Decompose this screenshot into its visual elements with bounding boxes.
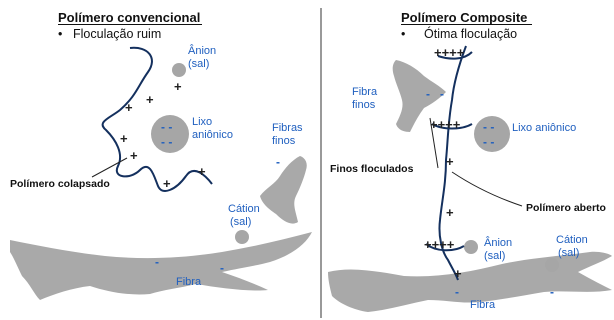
left-plus-1: + bbox=[174, 79, 182, 94]
left-fibras-label-2: finos bbox=[272, 135, 296, 147]
left-fiber-charge-1: - bbox=[155, 255, 159, 269]
left-plus-5: + bbox=[130, 148, 138, 163]
left-anionic-trash-particle bbox=[151, 115, 189, 153]
open-polymer-chain bbox=[438, 45, 467, 281]
right-cation-label-2: (sal) bbox=[558, 247, 579, 259]
collapsed-polymer-chain bbox=[101, 46, 213, 192]
right-flocculated-leader bbox=[429, 117, 439, 169]
left-fines-charge: - bbox=[276, 155, 280, 169]
polymer-bridge-mid bbox=[431, 123, 473, 130]
left-subtitle: Floculação ruim bbox=[73, 27, 161, 41]
left-panel: Polímero convencional • Floculação ruim … bbox=[10, 10, 312, 300]
right-open-polymer-leader bbox=[451, 171, 523, 207]
right-bullet: • bbox=[401, 27, 405, 41]
right-anionic-trash-particle bbox=[474, 116, 510, 152]
left-plus-6: + bbox=[163, 176, 171, 191]
right-cation-label-1: Cátion bbox=[556, 234, 588, 246]
left-anion-label-1: Ânion bbox=[188, 44, 216, 57]
polymer-bridge-top bbox=[437, 51, 473, 60]
left-plus-7: + bbox=[198, 164, 206, 179]
right-fines-charge-1: - bbox=[426, 87, 430, 101]
left-bullet: • bbox=[58, 27, 62, 41]
right-fiber-bottom bbox=[328, 251, 612, 312]
right-plus-2: + bbox=[446, 205, 454, 220]
left-fiber-charge-2: - bbox=[220, 261, 224, 275]
right-cation-particle bbox=[545, 258, 559, 272]
right-fines-charge-2: - bbox=[440, 87, 444, 101]
left-title: Polímero convencional bbox=[58, 10, 200, 25]
right-anion-particle bbox=[464, 240, 478, 254]
left-plus-4: + bbox=[120, 131, 128, 146]
left-trash-charges-2: - - bbox=[161, 135, 172, 149]
left-collapsed-leader bbox=[91, 157, 128, 178]
left-anion-particle bbox=[172, 63, 186, 77]
right-trash-label: Lixo aniônico bbox=[512, 122, 576, 134]
right-title: Polímero Composite bbox=[401, 10, 527, 25]
right-fiber-charge-2: - bbox=[550, 285, 554, 299]
right-fiber-label: Fibra bbox=[470, 299, 496, 311]
right-fines-label-1: Fibra bbox=[352, 86, 378, 98]
left-anion-label-2: (sal) bbox=[188, 58, 209, 70]
left-cation-label-1: Cátion bbox=[228, 203, 260, 215]
right-trash-charges-1: - - bbox=[483, 120, 494, 134]
right-subtitle: Ótima floculação bbox=[424, 26, 517, 41]
right-plus-top: ++++ bbox=[434, 45, 465, 60]
left-trash-label-1: Lixo bbox=[192, 116, 212, 128]
left-trash-label-2: aniônico bbox=[192, 129, 233, 141]
left-cation-label-2: (sal) bbox=[230, 216, 251, 228]
left-fiber-bottom bbox=[10, 232, 312, 300]
left-fiber-label: Fibra bbox=[176, 276, 202, 288]
right-panel: Polímero Composite • Ótima floculação - … bbox=[328, 10, 612, 312]
left-plus-3: + bbox=[146, 92, 154, 107]
right-fiber-charge-1: - bbox=[455, 285, 459, 299]
open-polymer-label: Polímero aberto bbox=[526, 202, 606, 214]
left-cation-particle bbox=[235, 230, 249, 244]
collapsed-polymer-label: Polímero colapsado bbox=[10, 178, 110, 190]
right-fiber-fines bbox=[392, 60, 446, 132]
right-fines-label-2: finos bbox=[352, 99, 376, 111]
right-plus-1: + bbox=[446, 154, 454, 169]
left-trash-charges-1: - - bbox=[161, 120, 172, 134]
polymer-bridge-low bbox=[425, 243, 465, 252]
left-fibras-label-1: Fibras bbox=[272, 122, 303, 134]
left-fiber-fines bbox=[260, 156, 307, 224]
left-plus-2: + bbox=[125, 100, 133, 115]
right-anion-label-2: (sal) bbox=[484, 250, 505, 262]
right-plus-mid: ++++ bbox=[430, 117, 461, 132]
right-trash-charges-2: - - bbox=[483, 135, 494, 149]
right-plus-low: ++++ bbox=[424, 237, 455, 252]
flocculated-fines-label: Finos floculados bbox=[330, 163, 414, 175]
right-anion-label-1: Ânion bbox=[484, 236, 512, 249]
right-plus-3: + bbox=[454, 266, 462, 281]
